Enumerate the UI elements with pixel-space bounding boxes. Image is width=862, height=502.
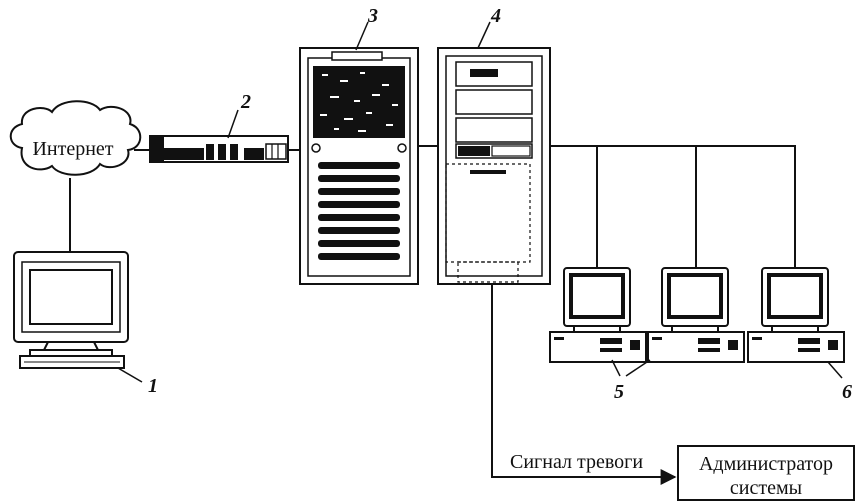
internet-cloud: Интернет xyxy=(11,101,141,175)
router xyxy=(150,136,288,162)
callout-6: 6 xyxy=(842,381,852,403)
workstation-c xyxy=(748,268,844,362)
workstation-b xyxy=(648,268,744,362)
callout-5: 5 xyxy=(614,381,624,403)
lan-bus xyxy=(550,146,795,268)
callout-3: 3 xyxy=(367,5,378,27)
admin-label-line2: системы xyxy=(730,477,802,499)
admin-box: Администратор системы xyxy=(678,446,854,500)
internet-label: Интернет xyxy=(32,138,113,160)
workstation-a xyxy=(550,268,646,362)
alarm-signal-label: Сигнал тревоги xyxy=(510,451,643,473)
callout-4: 4 xyxy=(490,5,501,27)
server-tower xyxy=(300,48,418,284)
callout-2: 2 xyxy=(240,91,251,113)
admin-label-line1: Администратор xyxy=(699,453,833,475)
callout-1: 1 xyxy=(148,375,158,397)
ids-tower xyxy=(438,48,550,284)
pc-internet-host xyxy=(14,252,128,368)
